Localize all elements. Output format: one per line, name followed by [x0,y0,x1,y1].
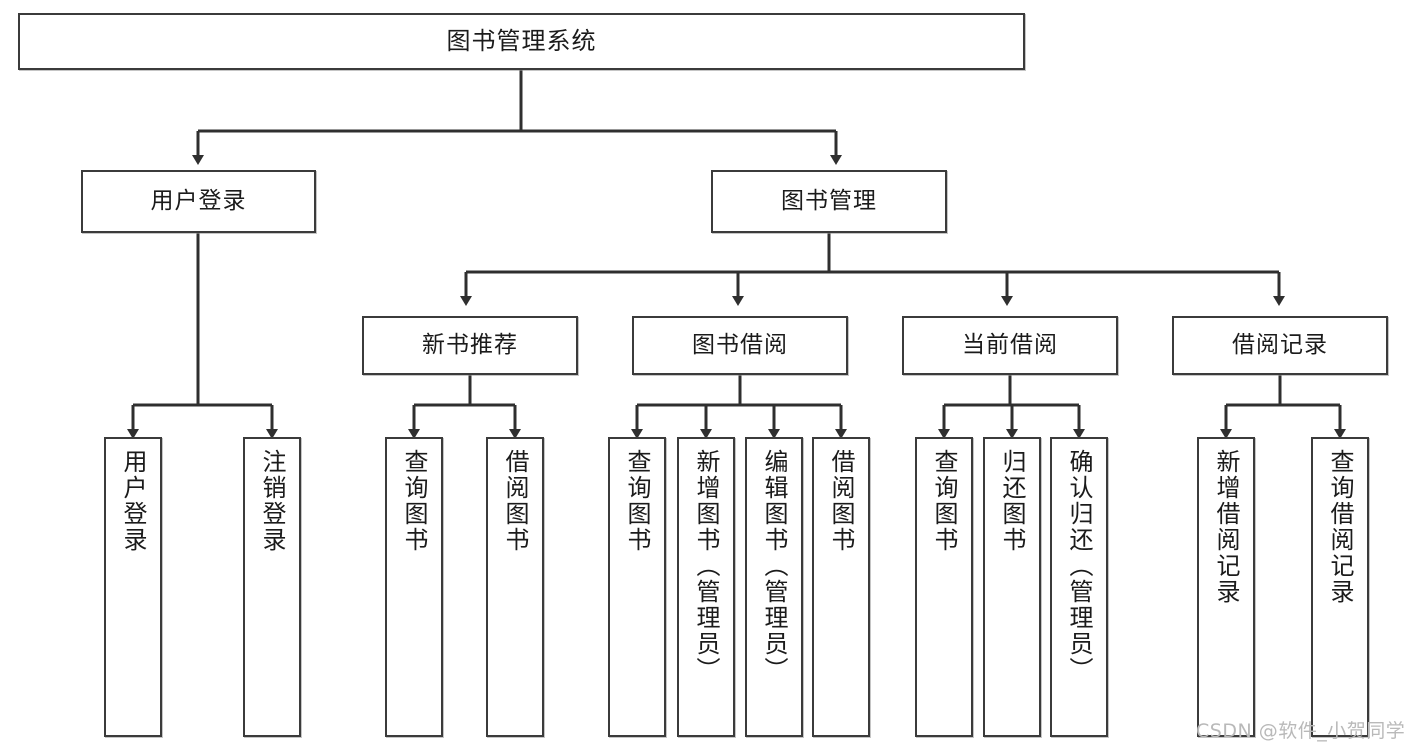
node-label: 查询借阅记录 [1326,449,1354,605]
node-user-login[interactable]: 用户登录 [81,170,316,233]
node-label: 查询图书 [400,449,428,553]
leaf-user-login-signout[interactable]: 注销登录 [243,437,301,737]
leaf-current-borrow-return[interactable]: 归还图书 [983,437,1041,737]
node-label: 借阅图书 [827,449,855,553]
node-label: 注销登录 [258,449,286,553]
leaf-borrow-records-add[interactable]: 新增借阅记录 [1197,437,1255,737]
node-label: 借阅记录 [1232,331,1328,358]
node-label: 新书推荐 [422,331,518,358]
csdn-watermark: CSDN @软件_小贺同学 [1196,720,1405,742]
node-label: 确认归还（管理员） [1065,449,1093,683]
node-label: 图书管理 [781,187,877,214]
leaf-new-book-borrow[interactable]: 借阅图书 [486,437,544,737]
node-label: 图书借阅 [692,331,788,358]
node-label: 用户登录 [119,449,147,553]
node-label: 归还图书 [998,449,1026,553]
node-label: 当前借阅 [962,331,1058,358]
node-new-book-recommend[interactable]: 新书推荐 [362,316,578,375]
leaf-current-borrow-confirm-return[interactable]: 确认归还（管理员） [1050,437,1108,737]
node-label: 查询图书 [930,449,958,553]
node-root-system[interactable]: 图书管理系统 [18,13,1025,70]
node-book-management[interactable]: 图书管理 [711,170,947,233]
node-label: 新增图书（管理员） [692,449,720,683]
leaf-book-borrow-borrow[interactable]: 借阅图书 [812,437,870,737]
leaf-user-login-signin[interactable]: 用户登录 [104,437,162,737]
leaf-borrow-records-query[interactable]: 查询借阅记录 [1311,437,1369,737]
node-label: 新增借阅记录 [1212,449,1240,605]
node-borrow-records[interactable]: 借阅记录 [1172,316,1388,375]
node-label: 图书管理系统 [446,27,597,56]
node-label: 借阅图书 [501,449,529,553]
node-current-borrow[interactable]: 当前借阅 [902,316,1118,375]
node-book-borrow[interactable]: 图书借阅 [632,316,848,375]
leaf-new-book-query[interactable]: 查询图书 [385,437,443,737]
leaf-book-borrow-query[interactable]: 查询图书 [608,437,666,737]
leaf-book-borrow-add[interactable]: 新增图书（管理员） [677,437,735,737]
node-label: 编辑图书（管理员） [760,449,788,683]
node-label: 查询图书 [623,449,651,553]
leaf-current-borrow-query[interactable]: 查询图书 [915,437,973,737]
leaf-book-borrow-edit[interactable]: 编辑图书（管理员） [745,437,803,737]
node-label: 用户登录 [150,187,247,214]
